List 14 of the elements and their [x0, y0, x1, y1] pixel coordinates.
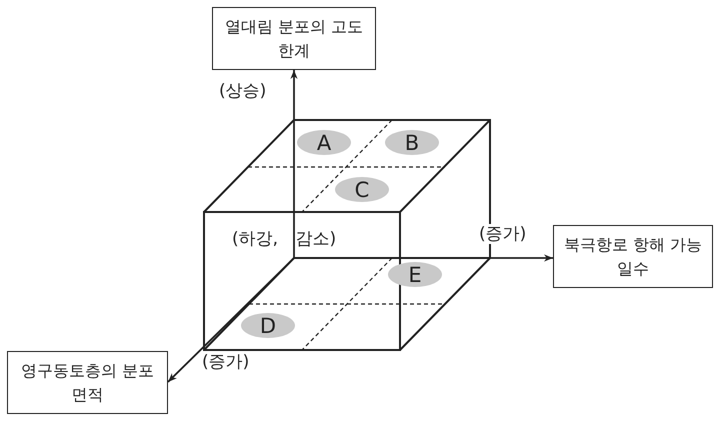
region-ellipse: A [297, 130, 351, 155]
edge-label: (증가) [202, 352, 250, 372]
region-ellipse: B [385, 130, 439, 155]
axis-arrow [290, 70, 298, 258]
edge-label: (상승) [219, 81, 266, 102]
region-ellipse: C [335, 177, 389, 202]
edge-label: (증가) [479, 224, 526, 244]
axis-arrow [167, 257, 295, 383]
text-box: 열대림 분포의 고도 한계 [212, 7, 376, 70]
text-box: 영구동토층의 분포 면적 [7, 351, 168, 414]
region-ellipse: E [388, 262, 442, 287]
region-ellipse: D [241, 313, 295, 338]
origin-label: (하강, 감소) [232, 229, 336, 250]
text-box: 북극항로 항해 가능 일수 [553, 225, 713, 288]
